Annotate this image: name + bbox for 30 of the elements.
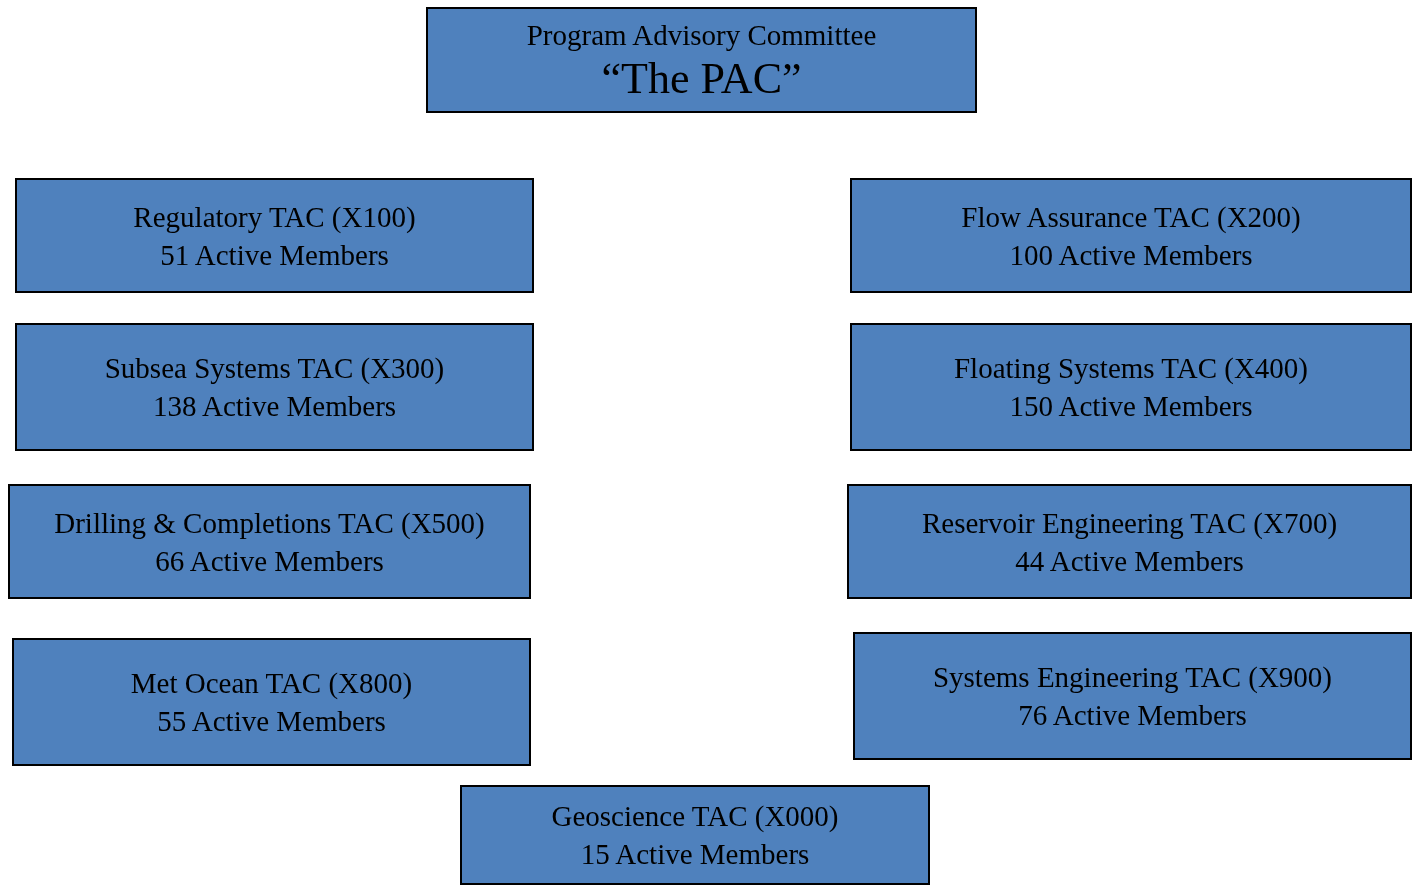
box-title: Systems Engineering TAC (X900) <box>932 660 1333 695</box>
committee-box <box>426 7 977 113</box>
committee-box <box>850 323 1412 451</box>
committee-box <box>853 632 1412 760</box>
box-title: Reservoir Engineering TAC (X700) <box>921 505 1338 541</box>
box-title: Flow Assurance TAC (X200) <box>961 199 1301 235</box>
committee-box <box>12 638 531 766</box>
member-count: 138 Active Members <box>152 389 397 424</box>
member-count: 66 Active Members <box>155 543 384 579</box>
committee-box <box>850 178 1412 293</box>
member-count: 100 Active Members <box>1009 237 1253 273</box>
box-title: Geoscience TAC (X000) <box>551 799 839 834</box>
member-count: 150 Active Members <box>1009 389 1253 424</box>
committee-box <box>8 484 531 599</box>
member-count: 51 Active Members <box>160 237 389 273</box>
member-count: 15 Active Members <box>580 837 810 872</box>
committee-nickname: “The PAC” <box>601 54 802 104</box>
member-count: 44 Active Members <box>1015 543 1244 579</box>
committee-name: Program Advisory Committee <box>526 18 877 53</box>
box-title: Regulatory TAC (X100) <box>133 199 416 235</box>
box-title: Met Ocean TAC (X800) <box>130 666 413 701</box>
box-title: Subsea Systems TAC (X300) <box>104 351 445 386</box>
committee-box <box>15 178 534 293</box>
member-count: 55 Active Members <box>157 704 386 739</box>
committee-box <box>460 785 930 885</box>
committee-box <box>15 323 534 451</box>
box-title: Drilling & Completions TAC (X500) <box>54 505 485 541</box>
committee-box <box>847 484 1412 599</box>
member-count: 76 Active Members <box>1018 698 1247 733</box>
box-title: Floating Systems TAC (X400) <box>954 351 1308 386</box>
